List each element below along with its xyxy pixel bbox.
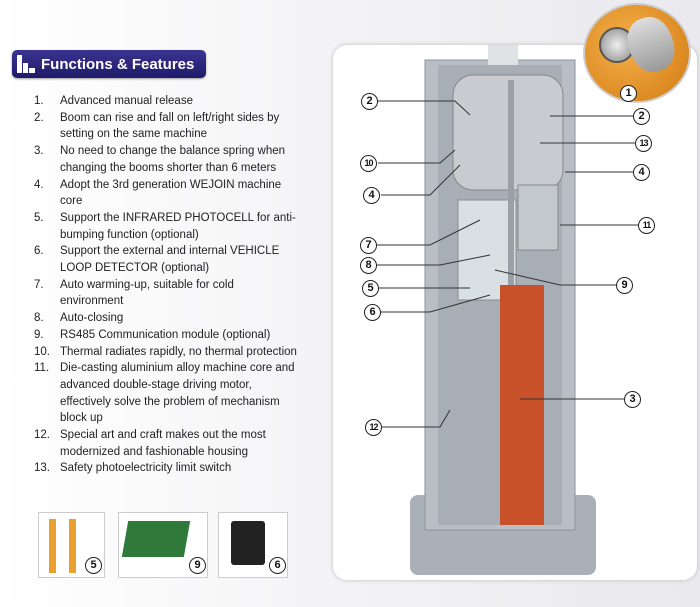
feature-text: Thermal radiates rapidly, no thermal pro… [60, 345, 297, 358]
feature-number: 8. [34, 312, 44, 325]
callout-2-left: 2 [361, 93, 378, 110]
feature-text: Adopt the 3rd generation WEJOIN machine … [60, 178, 282, 208]
callout-13: 13 [635, 135, 652, 152]
circuit-board [121, 521, 191, 557]
callout-lines [377, 100, 638, 428]
callout-4-left: 4 [363, 187, 380, 204]
feature-text: Support the INFRARED PHOTOCELL for anti-… [60, 211, 296, 241]
callout-10: 10 [360, 155, 377, 172]
thumb-callout-5: 5 [85, 557, 102, 574]
feature-number: 7. [34, 278, 44, 291]
callout-8: 8 [360, 257, 377, 274]
feature-item: 3. No need to change the balance spring w… [30, 143, 300, 176]
motor [517, 184, 559, 251]
callout-12: 12 [365, 419, 382, 436]
feature-number: 11. [34, 362, 50, 375]
feature-item: 2. Boom can rise and fall on left/right s… [30, 110, 300, 143]
feature-item: 7. Auto warming-up, suitable for cold env… [30, 277, 300, 310]
thumb-photocell: 5 [38, 512, 105, 578]
photocell-post-1 [49, 519, 56, 573]
feature-number: 5. [34, 211, 44, 224]
feature-number: 10. [34, 345, 50, 358]
feature-number: 9. [34, 328, 44, 341]
feature-item: 8. Auto-closing [30, 310, 300, 327]
thumb-loop-detector: 6 [218, 512, 288, 578]
callout-9: 9 [616, 277, 633, 294]
feature-number: 13. [34, 462, 50, 475]
feature-number: 6. [34, 245, 44, 258]
callout-4-right: 4 [633, 164, 650, 181]
manual-release-key-image [583, 3, 691, 103]
callout-2-right: 2 [633, 108, 650, 125]
thumb-callout-9: 9 [189, 557, 206, 574]
callout-7: 7 [360, 237, 377, 254]
feature-number: 2. [34, 111, 44, 124]
feature-text: Auto warming-up, suitable for cold envir… [60, 278, 234, 308]
shaft [508, 80, 514, 290]
key-blade [620, 11, 682, 78]
section-title: Functions & Features [41, 55, 195, 73]
boom-arm [500, 285, 544, 525]
feature-text: Die-casting aluminium alloy machine core… [60, 362, 295, 425]
feature-text: Safety photoelectricity limit switch [60, 462, 232, 475]
feature-text: Support the external and internal VEHICL… [60, 245, 280, 275]
section-header: Functions & Features [12, 50, 206, 78]
feature-item: 10. Thermal radiates rapidly, no thermal … [30, 344, 300, 361]
callout-1: 1 [620, 85, 637, 102]
callout-6: 6 [364, 304, 381, 321]
feature-number: 1. [34, 95, 44, 107]
detector-box [231, 521, 265, 565]
feature-item: 9. RS485 Communication module (optional) [30, 327, 300, 344]
feature-text: No need to change the balance spring whe… [60, 145, 286, 174]
feature-text: Special art and craft makes out the most… [60, 429, 266, 458]
photocell-post-2 [69, 519, 76, 573]
feature-item: 6. Support the external and internal VEHI… [30, 243, 300, 276]
thumb-callout-6: 6 [269, 557, 286, 574]
feature-text: Boom can rise and fall on left/right sid… [60, 111, 280, 141]
feature-text: Advanced manual release [60, 95, 193, 107]
top-post [488, 45, 518, 65]
feature-number: 3. [34, 145, 44, 158]
feature-item: 11. Die-casting aluminium alloy machine c… [30, 360, 300, 427]
features-list: 1. Advanced manual release 2. Boom can rise… [30, 93, 300, 477]
callout-5: 5 [362, 280, 379, 297]
feature-item: 12. Special art and craft makes out the m… [30, 427, 300, 460]
control-board [457, 199, 517, 301]
feature-number: 4. [34, 178, 44, 191]
feature-number: 12. [34, 429, 50, 442]
callout-3: 3 [624, 391, 641, 408]
thumb-rs485-module: 9 [118, 512, 208, 578]
feature-text: RS485 Communication module (optional) [60, 328, 271, 341]
feature-text: Auto-closing [60, 312, 124, 325]
bar-steps-icon [17, 55, 37, 73]
feature-item: 5. Support the INFRARED PHOTOCELL for ant… [30, 210, 300, 243]
feature-item: 4. Adopt the 3rd generation WEJOIN machin… [30, 177, 300, 210]
callout-11: 11 [638, 217, 655, 234]
feature-item: 1. Advanced manual release [30, 93, 300, 110]
feature-item: 13. Safety photoelectricity limit switch [30, 460, 300, 477]
